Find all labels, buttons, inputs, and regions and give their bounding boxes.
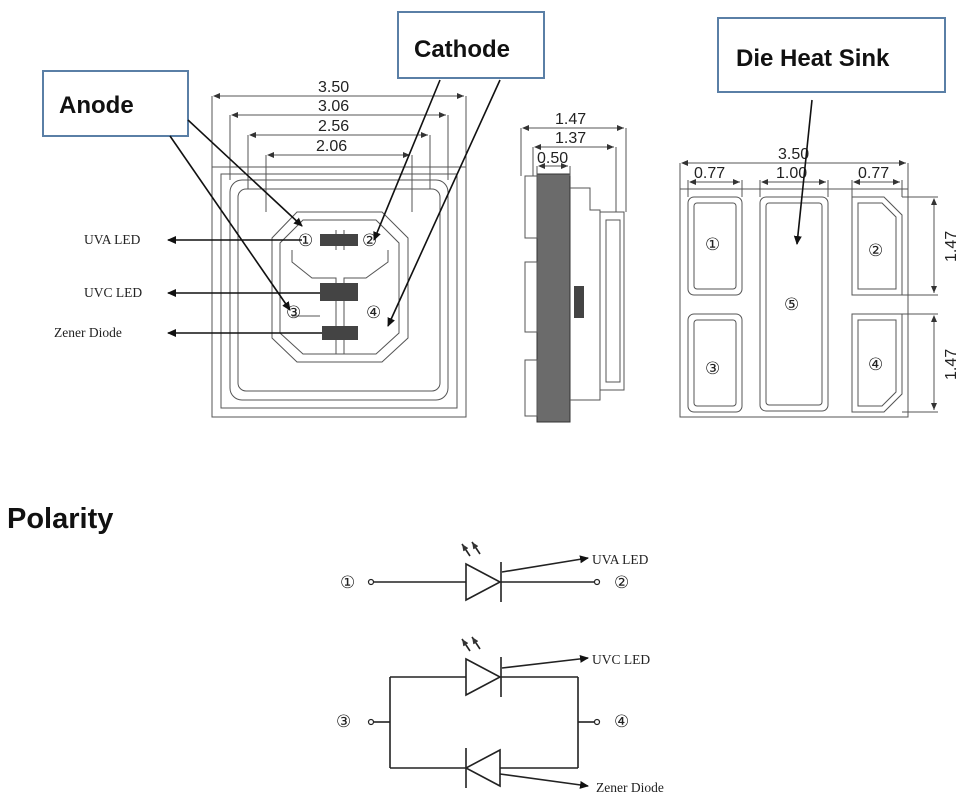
circuit2-label-top: UVC LED: [592, 652, 650, 667]
dim-2-56: 2.56: [318, 118, 349, 135]
dim-bottom-3-50: 3.50: [778, 146, 809, 163]
top-dimensions: 3.50 3.06 2.56 2.06: [211, 79, 467, 212]
bottom-outline: [679, 188, 909, 418]
cathode-callout: Cathode: [414, 36, 510, 63]
anode-callout: Anode: [59, 92, 134, 119]
dim-bottom-1-00: 1.00: [776, 165, 807, 182]
pad-4: [851, 313, 903, 413]
side-dimensions: 1.47 1.37 0.50: [520, 111, 627, 212]
uva-circuit: ① ② UVA LED: [340, 541, 649, 602]
uvc-diode-symbol: [465, 657, 502, 697]
bottom-pad-3-label: ③: [705, 359, 720, 379]
die-heat-sink-callout-box: [717, 17, 946, 93]
callouts: Anode Cathode Die Heat Sink: [42, 11, 946, 327]
dim-bottom-0-77-right: 0.77: [858, 165, 889, 182]
zener-diode-chip: [322, 326, 358, 340]
dim-1-37: 1.37: [555, 130, 586, 147]
dim-bottom-0-77-left: 0.77: [694, 165, 725, 182]
circuit2-left-pin: ③: [336, 712, 351, 732]
circuit1-right-pin: ②: [614, 573, 629, 593]
side-lens: [599, 211, 625, 391]
top-pin-2: ②: [362, 231, 377, 251]
circuit2-right-pin: ④: [614, 712, 629, 732]
bottom-dimensions: 3.50 0.77 1.00 0.77 1.47 1.47: [679, 146, 960, 413]
circuit1-left-pin: ①: [340, 573, 355, 593]
dim-2-06: 2.06: [316, 138, 347, 155]
dim-3-50: 3.50: [318, 79, 349, 96]
package-outline: [211, 166, 467, 418]
uvc-zener-circuit: ③ ④ UVC LED Zener Diode: [336, 636, 664, 795]
pad-5: [759, 196, 829, 412]
uva-led-chip: [320, 234, 358, 246]
cathode-callout-box: [397, 11, 545, 79]
lens-outline: [271, 211, 409, 363]
dim-bottom-1-47-lower: 1.47: [943, 349, 960, 380]
top-pin-1: ①: [298, 231, 313, 251]
pad-1: [687, 196, 743, 296]
label-zener-diode: Zener Diode: [54, 325, 122, 340]
polarity-section: Polarity ① ② UVA LED ③: [7, 503, 664, 795]
pad-2: [851, 196, 903, 296]
zener-diode-symbol: [464, 748, 501, 788]
top-pin-4: ④: [366, 303, 381, 323]
circuit1-label: UVA LED: [592, 552, 649, 567]
dim-bottom-1-47-upper: 1.47: [943, 231, 960, 262]
uvc-led-chip: [320, 283, 358, 301]
anode-callout-box: [42, 70, 189, 137]
die-heat-sink-callout: Die Heat Sink: [736, 45, 890, 72]
bottom-pad-4-label: ④: [868, 355, 883, 375]
bottom-pad-5-label: ⑤: [784, 295, 799, 315]
bottom-pad-1-label: ①: [705, 235, 720, 255]
side-view: 1.47 1.37 0.50: [520, 111, 627, 423]
label-uvc-led: UVC LED: [84, 285, 142, 300]
bottom-pad-2-label: ②: [868, 241, 883, 261]
top-left-labels: UVA LED UVC LED Zener Diode: [54, 232, 322, 340]
label-uva-led: UVA LED: [84, 232, 141, 247]
dim-0-50: 0.50: [537, 150, 568, 167]
circuit2-label-bottom: Zener Diode: [596, 780, 664, 795]
uva-diode-symbol: [465, 562, 502, 602]
polarity-heading: Polarity: [7, 503, 113, 535]
bottom-view: ① ② ③ ④ ⑤ 3.50 0.77 1.00 0.77 1.47: [679, 146, 960, 418]
side-body: [536, 173, 571, 423]
top-view: ① ② ③ ④ 3.50 3.06 2.56 2.06 UVA LED: [54, 79, 467, 418]
top-pin-3: ③: [286, 303, 301, 323]
dim-1-47: 1.47: [555, 111, 586, 128]
pad-3: [687, 313, 743, 413]
dim-3-06: 3.06: [318, 98, 349, 115]
